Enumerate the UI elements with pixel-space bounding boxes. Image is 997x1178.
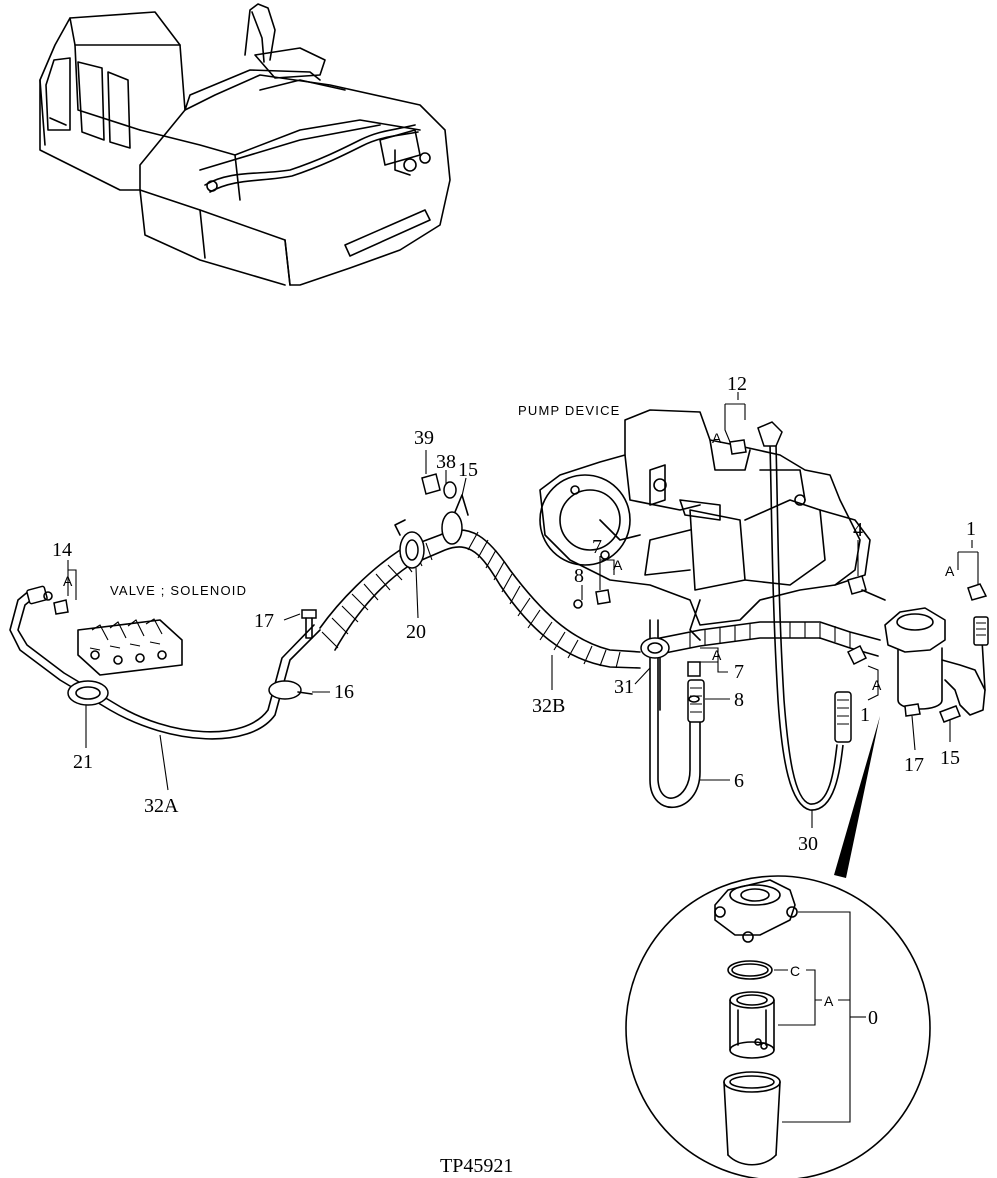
callout-8-upper: 8	[574, 565, 584, 587]
callout-1-top: 1	[966, 518, 976, 540]
callout-32a: 32A	[144, 795, 179, 817]
callout-7-lower: 7	[734, 661, 744, 683]
excavator-overview-illustration	[39, 3, 451, 286]
fitting-8-upper	[573, 599, 583, 609]
clamp-16	[268, 680, 313, 700]
hose-30	[769, 444, 844, 811]
callout-39: 39	[414, 427, 434, 449]
fitting-1-top	[967, 583, 988, 601]
hose-32a	[9, 585, 321, 740]
callout-0: 0	[868, 1007, 878, 1029]
callout-7-upper: 7	[592, 536, 602, 558]
group-a-7-upper: A	[613, 557, 623, 573]
callout-38: 38	[436, 451, 456, 473]
callout-14: 14	[52, 539, 72, 561]
callout-12: 12	[727, 373, 747, 395]
fitting-12	[729, 439, 747, 455]
group-c-detail: C	[790, 963, 800, 979]
callout-15-upper: 15	[458, 459, 478, 481]
callout-15-lower: 15	[940, 747, 960, 769]
callout-4: 4	[853, 519, 863, 541]
clamp-20	[394, 519, 425, 569]
bolt-39	[421, 473, 441, 495]
clamp-15-upper	[441, 494, 469, 545]
callout-17-right: 17	[904, 754, 924, 776]
group-a-7-lower: A	[712, 647, 722, 663]
fitting-1-mid	[846, 644, 868, 666]
pump-device-assembly	[539, 409, 871, 641]
clamp-21	[67, 680, 109, 706]
callout-6: 6	[734, 770, 744, 792]
fitting-4	[847, 575, 886, 601]
callout-17-left: 17	[254, 610, 274, 632]
callout-32b: 32B	[532, 695, 565, 717]
valve-solenoid-caption: VALVE ; SOLENOID	[110, 583, 247, 598]
callout-1-mid: 1	[860, 704, 870, 726]
washer-38	[443, 481, 457, 499]
solenoid-valve	[53, 599, 183, 676]
group-a-1-mid: A	[872, 677, 882, 693]
callout-21: 21	[73, 751, 93, 773]
group-a-14: A	[63, 573, 73, 589]
leader-lines	[67, 392, 979, 828]
bolt-17-right	[904, 703, 921, 717]
group-a-12: A	[712, 430, 722, 446]
callout-16: 16	[334, 681, 354, 703]
group-a-detail: A	[824, 993, 834, 1009]
callout-30: 30	[798, 833, 818, 855]
fitting-7-upper	[595, 589, 611, 605]
figure-id: TP45921	[440, 1155, 513, 1177]
hose-32b-spiral	[319, 529, 881, 669]
filter-assembly	[884, 607, 989, 723]
callout-31: 31	[614, 676, 634, 698]
callout-20: 20	[406, 621, 426, 643]
pump-device-caption: PUMP DEVICE	[518, 403, 621, 418]
group-a-1-top: A	[945, 563, 955, 579]
fitting-7-lower	[687, 661, 701, 703]
diagram-labels: PUMP DEVICE VALVE ; SOLENOID TP45921 12 …	[52, 373, 976, 1177]
callout-8-lower: 8	[734, 689, 744, 711]
bolt-17-left	[301, 609, 317, 639]
filter-detail-callout	[625, 716, 931, 1178]
clamp-31	[640, 637, 670, 659]
